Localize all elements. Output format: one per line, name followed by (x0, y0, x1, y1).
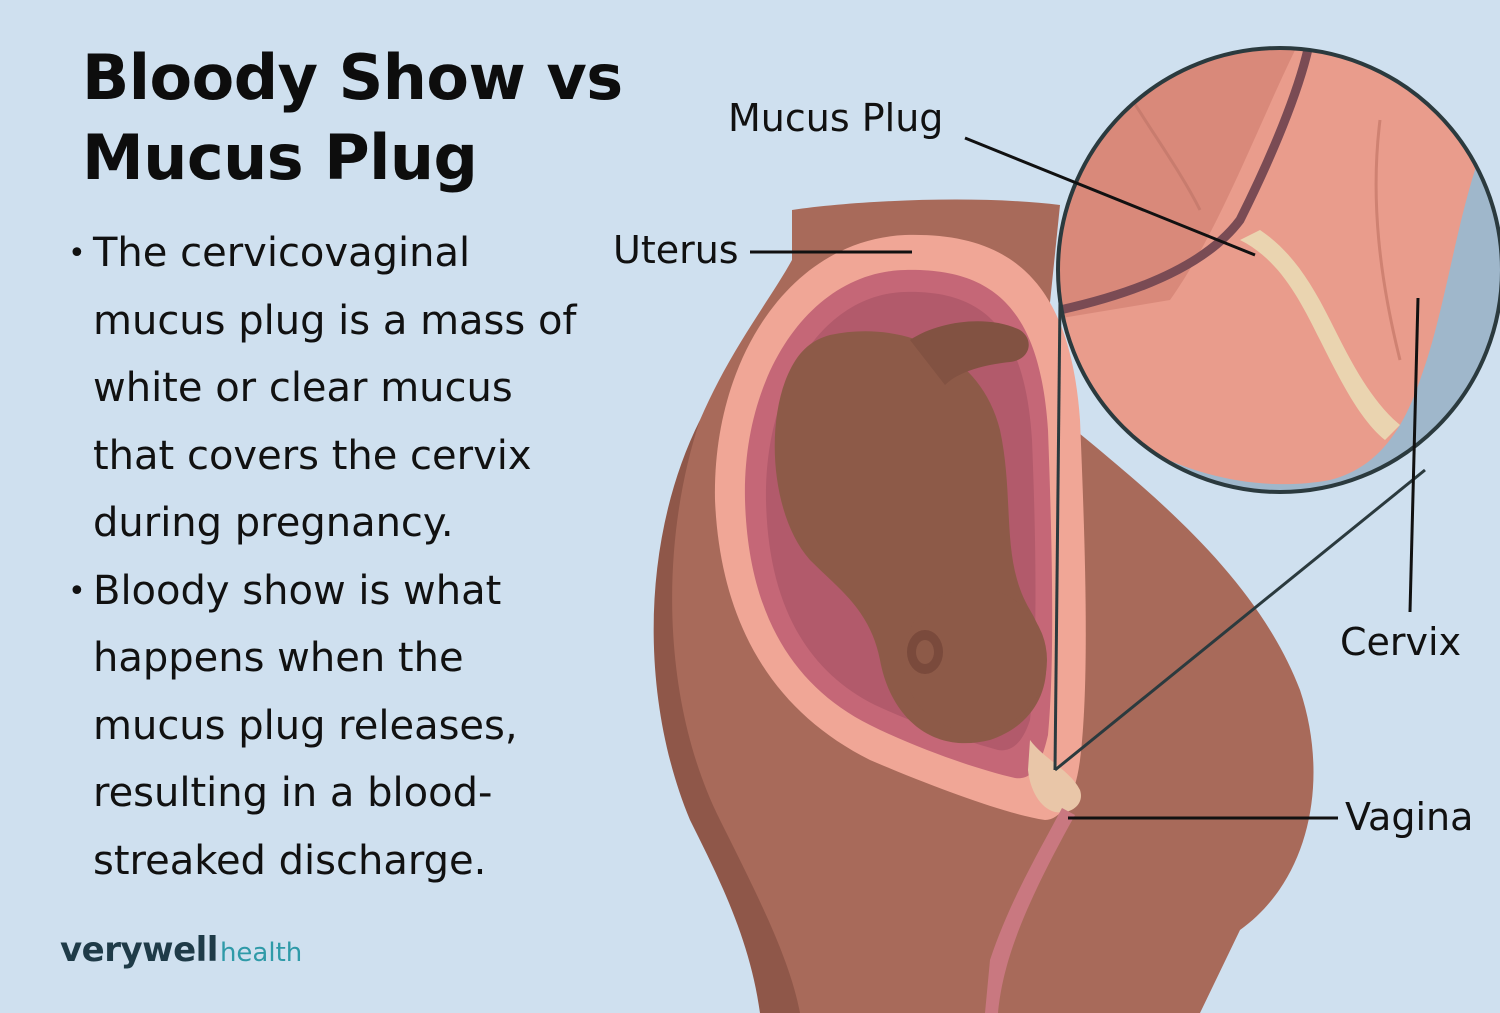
bullet-line: mucus plug releases, (93, 702, 518, 749)
label-cervix: Cervix (1340, 620, 1462, 664)
brand-logo: verywellhealth (60, 930, 302, 970)
fetus (774, 321, 1047, 744)
bullet-item-bloody-show: Bloody show is what happens when the muc… (66, 558, 626, 896)
page-title: Bloody Show vs Mucus Plug (82, 38, 662, 198)
bullet-line: white or clear mucus (93, 365, 513, 411)
zoom-line-right (1054, 468, 1426, 772)
title-line-1: Bloody Show vs (82, 41, 623, 114)
logo-sub: health (219, 938, 303, 968)
leader-cervix (1408, 297, 1420, 613)
bullet-line: that covers the cervix (93, 432, 532, 479)
label-vagina: Vagina (1345, 795, 1474, 839)
bullet-item-mucus-plug: The cervicovaginal mucus plug is a mass … (66, 220, 626, 558)
bullet-line: happens when the (93, 635, 464, 681)
zoom-line-left (1053, 299, 1062, 771)
vaginal-canal (985, 808, 1075, 1013)
bullet-line: mucus plug is a mass of (93, 297, 577, 344)
label-uterus: Uterus (613, 228, 739, 272)
label-mucus-plug: Mucus Plug (728, 96, 944, 140)
bullet-list: The cervicovaginal mucus plug is a mass … (66, 220, 626, 895)
logo-brand: verywell (60, 930, 218, 970)
bullet-line: Bloody show is what (93, 567, 502, 614)
title-line-2: Mucus Plug (82, 121, 478, 194)
magnified-inset-border (1056, 46, 1500, 494)
bullet-line: resulting in a blood- (93, 770, 493, 816)
bullet-line: The cervicovaginal (93, 230, 471, 276)
body-shade (653, 420, 800, 1013)
bullet-line: during pregnancy. (93, 500, 454, 546)
leader-mucus-plug (964, 136, 1256, 257)
bullet-line: streaked discharge. (93, 837, 487, 884)
cervix-shape (1028, 740, 1081, 813)
